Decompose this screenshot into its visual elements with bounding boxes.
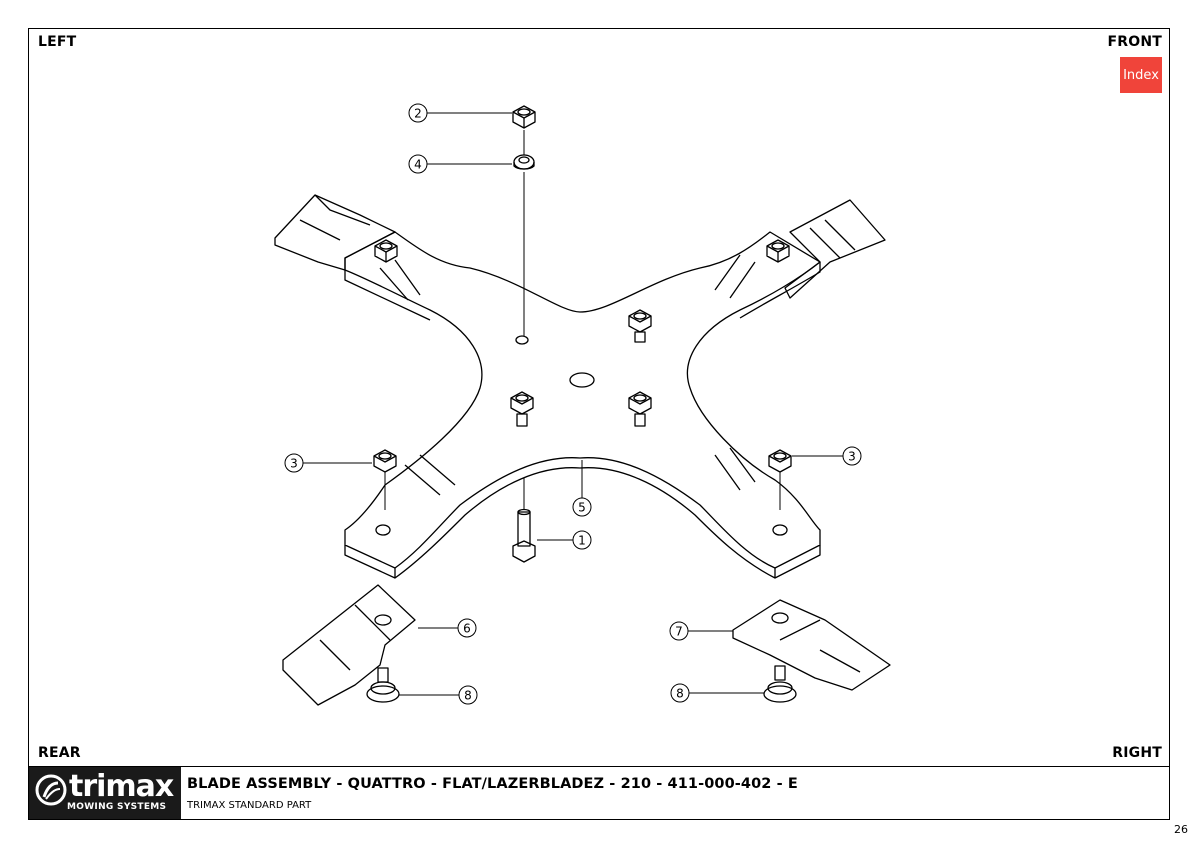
plate-bolts	[373, 239, 792, 473]
svg-text:2: 2	[414, 107, 422, 121]
blade-lower-right	[732, 599, 891, 691]
footer-divider	[28, 766, 1170, 767]
label-left: LEFT	[38, 34, 77, 50]
index-button[interactable]: Index	[1120, 57, 1162, 93]
blade-lower-left	[282, 584, 416, 706]
svg-text:8: 8	[676, 687, 684, 701]
svg-text:3: 3	[290, 457, 298, 471]
exploded-washer	[513, 154, 535, 170]
page-number: 26	[1174, 823, 1188, 836]
mushroom-bolt-right	[763, 665, 797, 703]
callout-balloon: 2	[408, 103, 428, 123]
svg-text:6: 6	[463, 622, 471, 636]
logo-swirl-icon	[35, 774, 67, 806]
blade-upper-left	[274, 194, 396, 271]
svg-text:1: 1	[578, 534, 586, 548]
callout-balloon: 5	[572, 497, 592, 517]
leader-lines	[303, 112, 843, 696]
svg-text:5: 5	[578, 501, 586, 515]
blade-upper-right	[784, 199, 886, 299]
blade-carrier-plate	[344, 231, 821, 579]
exploded-nut	[512, 105, 536, 129]
page-title: BLADE ASSEMBLY - QUATTRO - FLAT/LAZERBLA…	[187, 776, 798, 792]
svg-text:4: 4	[414, 158, 422, 172]
svg-text:7: 7	[675, 625, 683, 639]
callout-balloon: 7	[669, 621, 689, 641]
callout-balloon: 8	[670, 683, 690, 703]
callout-balloon: 8	[458, 685, 478, 705]
callout-balloon: 1	[572, 530, 592, 550]
drawing-frame	[28, 28, 1170, 820]
label-right: RIGHT	[1112, 745, 1162, 761]
callout-balloon: 3	[842, 446, 862, 466]
callout-balloon: 6	[457, 618, 477, 638]
svg-text:8: 8	[464, 689, 472, 703]
trimax-logo: trimax MOWING SYSTEMS	[29, 767, 181, 819]
logo-wordmark: trimax	[69, 769, 174, 804]
callout-balloon: 3	[284, 453, 304, 473]
callout-balloon: 4	[408, 154, 428, 174]
label-front: FRONT	[1107, 34, 1162, 50]
mushroom-bolt-left	[366, 667, 400, 703]
page-subtitle: TRIMAX STANDARD PART	[187, 800, 312, 811]
exploded-bolt	[512, 508, 536, 563]
label-rear: REAR	[38, 745, 81, 761]
logo-subtitle: MOWING SYSTEMS	[67, 802, 167, 812]
svg-text:3: 3	[848, 450, 856, 464]
